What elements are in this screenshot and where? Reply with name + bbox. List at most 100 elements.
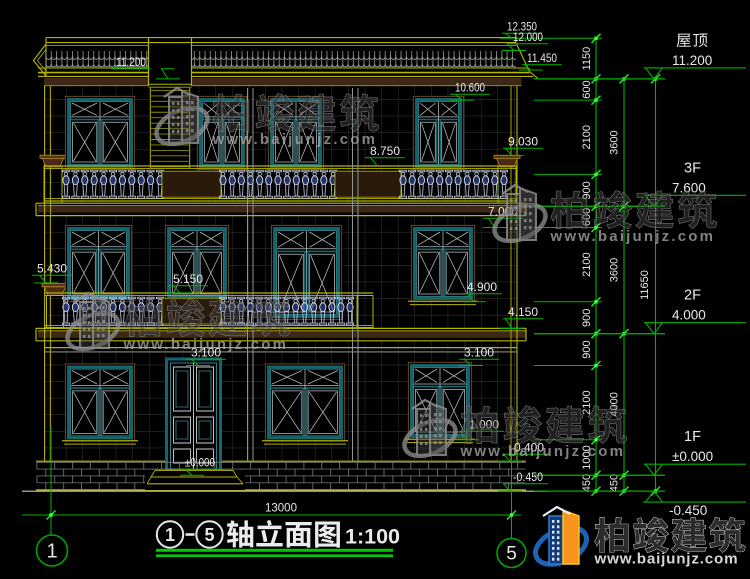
axis-bubble-1: [35, 534, 69, 567]
window-1f-2: [262, 363, 348, 445]
dimension-value: 2100: [581, 390, 593, 414]
elevation-value: 3.100: [191, 346, 221, 360]
elevation-marker: 3.100: [186, 346, 226, 366]
elevation-value: 4.150: [508, 305, 538, 319]
dimension-value: 3600: [609, 258, 621, 282]
overall-dimension-value: 13000: [265, 503, 297, 515]
chain-labels: 1150 600 2100 900 600 2100 900 900 2100 …: [581, 47, 651, 493]
brick-plinth: [36, 461, 526, 491]
window-3f-4: [412, 95, 465, 171]
elevation-marker: 3.100: [459, 346, 499, 366]
title-and-axes: 13000 1 5 1 5 1:100: [22, 427, 527, 569]
elevation-marker: 8.750: [365, 144, 405, 166]
dimension-value: 2100: [581, 252, 593, 276]
elevation-value: 0.400: [514, 441, 544, 455]
elevation-value: -0.450: [513, 470, 543, 484]
window-2f-2: [164, 224, 230, 303]
elevation-value: 12.000: [513, 30, 543, 44]
dimension-value: 900: [581, 340, 593, 358]
elevation-value: 3.100: [464, 346, 494, 360]
watermark-site-text: www.baijunjz.com: [460, 443, 626, 460]
watermark-site-text: www.baijunjz.com: [550, 228, 716, 245]
elevation-value: ±0.000: [185, 456, 215, 470]
bottom-dimension: 13000: [22, 427, 521, 540]
title-axis-circle: [155, 520, 185, 549]
axis-number: 5: [506, 544, 517, 565]
title-axis-to: 5: [204, 525, 214, 545]
window-2f-3: [408, 224, 478, 306]
dimension-value: 1000: [581, 445, 593, 469]
elevation-marker: 4.900: [462, 280, 502, 303]
axis-number: 1: [46, 541, 57, 563]
floor-level-name: 1F: [684, 429, 701, 445]
dimension-value: 450: [609, 474, 621, 492]
window-3f-1: [64, 95, 136, 171]
entrance-door: [165, 357, 222, 472]
floor-level-value: ±0.000: [672, 449, 713, 464]
chain-lines: [595, 38, 657, 492]
elevation-value: 11.200: [116, 55, 146, 69]
axis-bubble-5: [496, 537, 527, 569]
floor-level-value: 11.200: [672, 53, 712, 68]
elevation-marker: 5.150: [168, 272, 208, 294]
logo-site-text: www.baijunjz.com: [594, 551, 739, 568]
balcony-railing-3f: [43, 165, 517, 204]
floor-level-value: 4.000: [672, 308, 706, 323]
elevation-value: 10.600: [455, 81, 485, 95]
watermarks: www.baijunjz.com www.baijunjz.com www.ba…: [62, 88, 717, 463]
floor-level-labels: 11.200 3F 7.600 2F 4.000 1F ±0.000 -0.45…: [534, 33, 746, 518]
elevation-annotations: 1150 600 2100 900 600 2100 900 900 2100 …: [32, 20, 746, 518]
dimension-value: 600: [581, 80, 593, 98]
title-axis-from: 1: [165, 525, 175, 545]
dimension-value: 900: [581, 181, 593, 199]
elevation-marker: ±0.000: [180, 456, 220, 476]
elevation-marker: -0.450: [498, 470, 548, 492]
entrance-steps: [145, 469, 245, 490]
elevation-marker: 4.150: [500, 305, 543, 329]
elevation-marker: 11.200: [111, 55, 180, 80]
elevation-marker: 10.600: [450, 81, 490, 101]
axis-bubbles: 1 5: [35, 534, 527, 569]
elevation-marker: 12.350: [500, 20, 542, 39]
elevation-value: 5.150: [173, 272, 203, 286]
title-axis-circle: [195, 520, 224, 549]
elevation-markers: 12.350 12.000 11.450 11.200 10.600 9.030…: [32, 20, 562, 492]
dimension-value: 900: [581, 309, 593, 327]
floor-level-name: 3F: [684, 160, 701, 176]
dimension-value: 450: [581, 474, 593, 492]
elevation-value: 11.450: [527, 51, 557, 65]
elevation-marker: 9.030: [500, 135, 543, 157]
watermark-site-text: www.baijunjz.com: [212, 131, 378, 148]
scale-label: 1:100: [345, 525, 400, 549]
elevation-value: 5.430: [37, 262, 67, 276]
dimension-value: 1150: [581, 47, 593, 71]
floor-level-value: 7.600: [672, 180, 706, 195]
watermark: www.baijunjz.com: [399, 400, 627, 463]
elevation-marker: 0.400: [498, 441, 549, 462]
watermark: www.baijunjz.com: [62, 293, 290, 356]
view-title: 1 5 1:100: [155, 520, 400, 557]
window-2f-1: [64, 224, 133, 303]
floor-level-value: -0.450: [669, 503, 707, 518]
dimension-value: 11650: [639, 270, 651, 300]
company-logo: www.baijunjz.com: [532, 505, 746, 568]
elevation-marker: 12.000: [502, 30, 548, 51]
elevation-marker: 11.450: [519, 51, 562, 71]
watermark: www.baijunjz.com: [489, 185, 717, 248]
dimension-value: 2100: [581, 125, 593, 149]
house-facade: [22, 37, 546, 492]
watermark: www.baijunjz.com: [151, 88, 379, 151]
elevation-value: 9.030: [508, 135, 538, 149]
brand-logo-icon: [532, 505, 590, 567]
roof-parapet: [32, 37, 539, 87]
window-1f-1: [62, 363, 138, 445]
elevation-value: 12.350: [507, 20, 537, 34]
elevation-marker: 5.430: [32, 262, 72, 284]
watermark-site-text: www.baijunjz.com: [123, 336, 289, 353]
elevation-value: 8.750: [370, 144, 400, 158]
elevation-value: 4.900: [467, 280, 497, 294]
dimension-value: 3600: [609, 130, 621, 154]
downpipes: [247, 88, 359, 461]
